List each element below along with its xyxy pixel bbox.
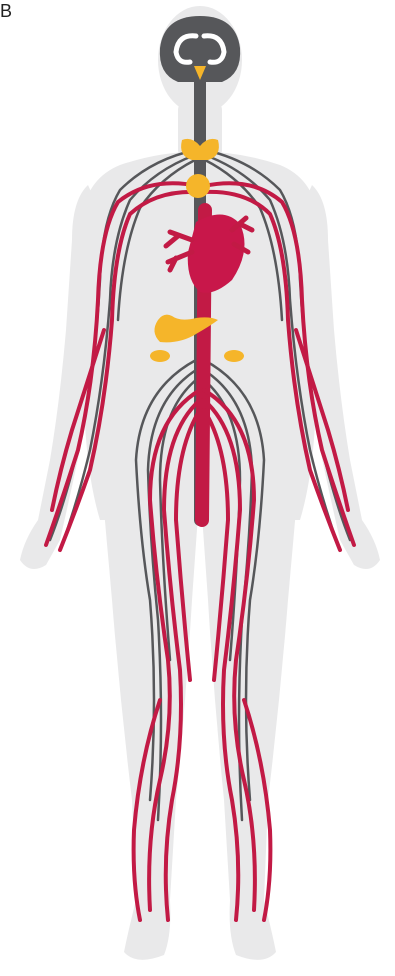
right-leg-silhouette xyxy=(202,510,296,960)
adrenal-gland-icon xyxy=(150,350,170,362)
thymus-icon xyxy=(186,174,210,198)
adrenal-gland-icon xyxy=(224,350,244,362)
